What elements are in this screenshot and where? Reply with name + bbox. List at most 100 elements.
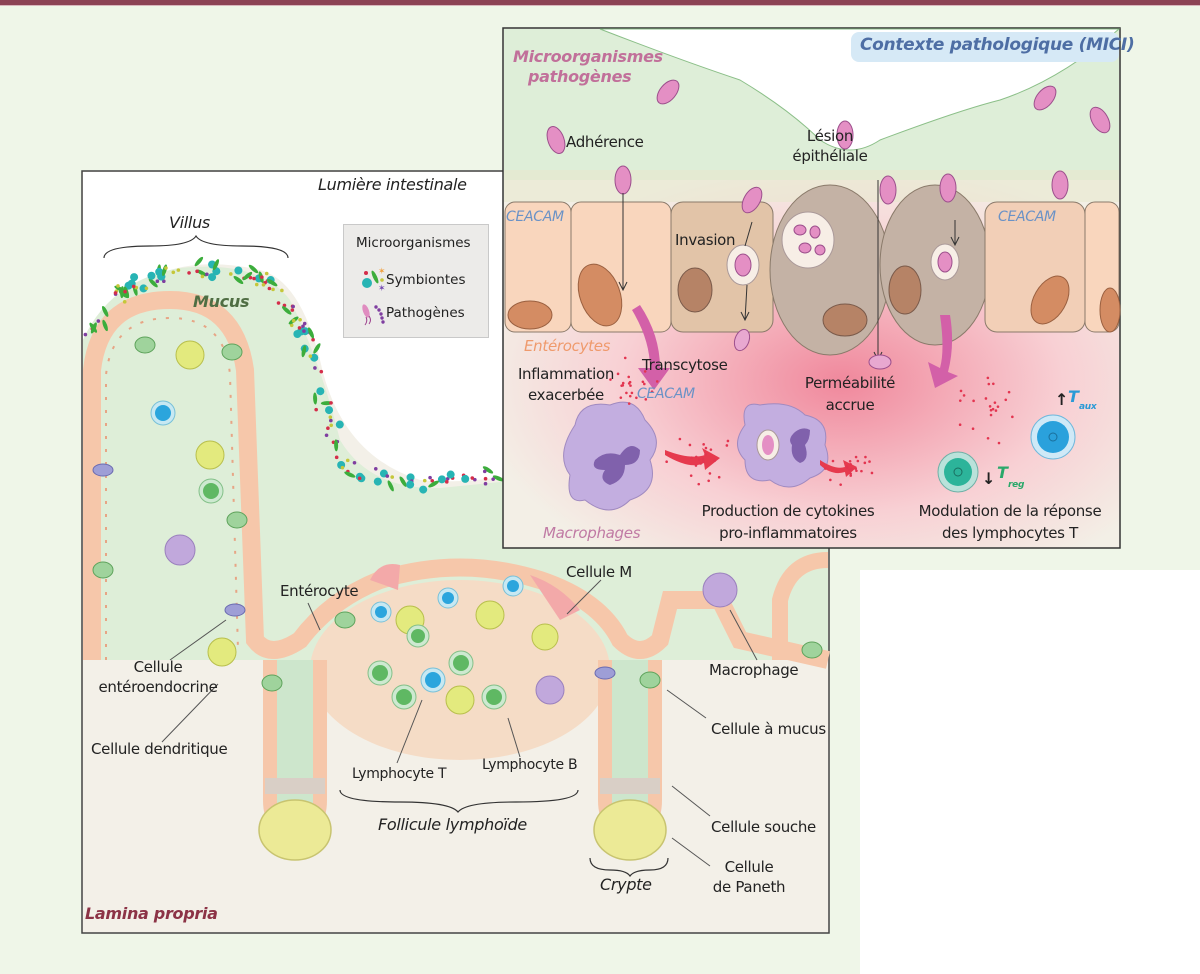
microbe-dot: [254, 282, 259, 287]
cytokine-dot: [993, 401, 997, 404]
microbe-dot: [113, 291, 118, 295]
macrophages-label: Macrophages: [543, 524, 641, 542]
symbiont-band: [83, 256, 595, 494]
enteroendocrine-cell: [224, 603, 246, 617]
cytokine-dot: [991, 407, 995, 411]
microbe-dot: [373, 477, 382, 486]
microbe-dot: [131, 284, 136, 289]
cytokine-dot: [628, 394, 632, 398]
t-modulation-label-2: des lymphocytes T: [941, 524, 1079, 542]
microbe-dot: [329, 423, 333, 428]
legend-title: Microorganismes: [356, 235, 471, 251]
symbiont-rod: [492, 475, 504, 482]
microbe-dot: [276, 301, 281, 305]
pathogen-bacterium: [1089, 106, 1111, 134]
follicle-brace: [339, 789, 579, 813]
symbiont-icon: ✶✶: [362, 267, 386, 293]
pathogen-bacterium: [741, 186, 763, 214]
cytokines-label-1: Production de cytokines: [701, 502, 875, 520]
transcytose-label: Transcytose: [642, 356, 728, 374]
m-cell-label: Cellule M: [566, 563, 632, 581]
cytokine-dot: [989, 413, 993, 417]
pathogen-bacterium: [939, 173, 957, 203]
cytokine-dot: [689, 474, 693, 477]
pathogen-bacterium: [836, 120, 854, 150]
symbiont-rod: [399, 476, 407, 487]
mucus-layer: [83, 266, 828, 660]
svg-text:✶: ✶: [378, 284, 386, 293]
cytokine-dot: [704, 453, 707, 456]
macrophage-cell: [702, 572, 738, 608]
enteroendocrine-cell: [594, 666, 616, 680]
villus-label: Villus: [169, 213, 210, 232]
cytokine-dot: [713, 459, 716, 463]
cytokine-dot: [650, 390, 654, 393]
microbe-dot: [470, 476, 475, 480]
microbe-dot: [293, 329, 302, 338]
microbe-dot: [419, 485, 428, 494]
cytokine-dot: [697, 482, 701, 486]
epithelium-outline: [83, 290, 830, 669]
permeability-label-1: Perméabilité: [804, 374, 896, 392]
goblet-cell: [134, 336, 156, 354]
inset-title: Contexte pathologique (MICI): [860, 35, 1135, 55]
cytokine-dot: [627, 382, 631, 385]
cytokine-dot: [849, 462, 852, 466]
enteroendocrine-label-2: entéroendocrine: [98, 678, 218, 696]
dendritic-cell: [531, 623, 559, 651]
b-lymphocyte: [203, 483, 219, 499]
b-lymphocyte: [411, 629, 425, 643]
b-lymphocyte: [396, 689, 412, 705]
crypt-brace: [589, 857, 669, 878]
ceacam-label-left: CEACAM: [506, 209, 564, 225]
crypt-label: Crypte: [600, 875, 652, 894]
cytokine-dot: [635, 396, 638, 400]
symbiont-rod: [194, 256, 204, 267]
invasion-label: Invasion: [675, 231, 736, 249]
microbe-dot: [308, 354, 313, 358]
pathogens-title-1: Microorganismes: [513, 47, 663, 66]
t-lymphocyte: [442, 592, 454, 604]
goblet-cell: [226, 511, 248, 529]
microbe-dot: [311, 337, 315, 342]
microbe-dot: [260, 275, 264, 279]
cytokine-dot: [621, 384, 625, 387]
macrophage-cell: [535, 675, 565, 705]
enterocytes-label: Entérocytes: [524, 337, 611, 355]
context-badge: [851, 32, 1119, 62]
cytokine-dot: [849, 474, 853, 477]
cytokine-dot: [856, 459, 860, 463]
vacuole: [781, 211, 835, 269]
cytokine-dot: [854, 467, 858, 470]
microbe-dot: [446, 470, 455, 479]
enteroendocrine-label-1: Cellule: [133, 658, 183, 676]
legend-pathogenes: Pathogènes: [386, 305, 465, 321]
cytokine-dot: [678, 437, 682, 441]
cytokine-dot: [1007, 390, 1011, 394]
pathogens-title-2: pathogènes: [528, 67, 632, 86]
paneth-cells-right: [593, 799, 667, 861]
t-lymphocyte: [507, 580, 519, 592]
cytokine-dot: [870, 471, 874, 475]
b-lymphocyte: [486, 689, 502, 705]
t-lymphocyte: [375, 606, 387, 618]
cytokine-dot: [717, 475, 721, 479]
symbiont-rod: [301, 345, 307, 358]
cytokine-dot: [959, 389, 963, 393]
microbe-dot: [334, 455, 339, 460]
macrophage-cell: [164, 534, 196, 566]
microbe-dot: [340, 465, 345, 470]
cytokine-dot: [971, 427, 975, 431]
microbe-dot: [280, 288, 284, 293]
cytokine-dot: [962, 394, 966, 397]
cytokine-dot: [984, 397, 988, 400]
ceacam-label-macrophage: CEACAM: [637, 386, 695, 402]
microbe-dot: [264, 271, 269, 276]
microbe-dot: [483, 481, 488, 486]
microbe-dot: [164, 266, 168, 270]
b-lymphocyte: [372, 665, 388, 681]
m-cell: [530, 575, 580, 620]
symbiont-rod: [313, 392, 318, 405]
cytokine-dot: [958, 399, 962, 402]
top-accent-bar: [0, 0, 1200, 5]
